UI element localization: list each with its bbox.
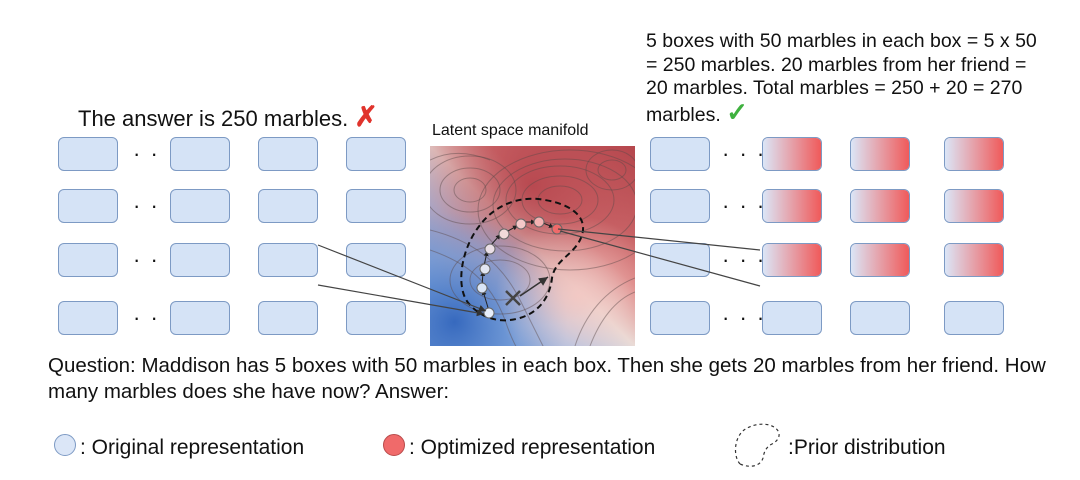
original-box (258, 137, 318, 171)
prior-distribution-outline (460, 197, 585, 322)
original-box (650, 137, 710, 171)
original-box (850, 301, 910, 335)
original-box (258, 243, 318, 277)
right-answer-text: 5 boxes with 50 marbles in each box = 5 … (646, 30, 1037, 126)
check-icon: ✓ (726, 96, 748, 127)
target-marker (505, 290, 521, 306)
legend-prior-label: :Prior distribution (788, 436, 946, 459)
original-representation-swatch (54, 434, 76, 456)
left-answer-label: The answer is 250 marbles. ✗ (78, 100, 378, 133)
optimized-representation-swatch (383, 434, 405, 456)
original-box (944, 301, 1004, 335)
ellipsis: · · · (133, 193, 178, 218)
optimized-box-fills (763, 138, 1003, 276)
ellipsis: · · · (722, 141, 767, 166)
prior-distribution-icon (734, 423, 780, 467)
original-box (346, 189, 406, 223)
original-box (170, 189, 230, 223)
legend-original-label: : Original representation (80, 436, 305, 459)
original-box (258, 301, 318, 335)
ellipsis: · · · (133, 141, 178, 166)
original-box (58, 301, 118, 335)
right-answer-label: 5 boxes with 50 marbles in each box = 5 … (646, 30, 1046, 127)
original-box (650, 243, 710, 277)
left-answer-text: The answer is 250 marbles. (78, 106, 349, 131)
ellipsis: · · · (722, 305, 767, 330)
latent-space-title: Latent space manifold (432, 122, 589, 139)
ellipsis: · · · (133, 305, 178, 330)
original-box (650, 189, 710, 223)
original-box (650, 301, 710, 335)
connector-lines (317, 228, 761, 317)
original-box (170, 243, 230, 277)
original-box (258, 189, 318, 223)
original-box (58, 243, 118, 277)
ellipsis: · · · (722, 193, 767, 218)
latent-space-heatmap (430, 146, 635, 346)
legend-optimized-label: : Optimized representation (409, 436, 656, 459)
ellipsis: · · · (722, 247, 767, 272)
original-box (170, 301, 230, 335)
cross-icon: ✗ (354, 101, 378, 132)
ellipsis: · · · (133, 247, 178, 272)
original-box (346, 301, 406, 335)
original-box (170, 137, 230, 171)
original-box (762, 301, 822, 335)
original-box (58, 189, 118, 223)
original-box (346, 137, 406, 171)
question-text: Question: Maddison has 5 boxes with 50 m… (48, 354, 1046, 403)
original-box (58, 137, 118, 171)
